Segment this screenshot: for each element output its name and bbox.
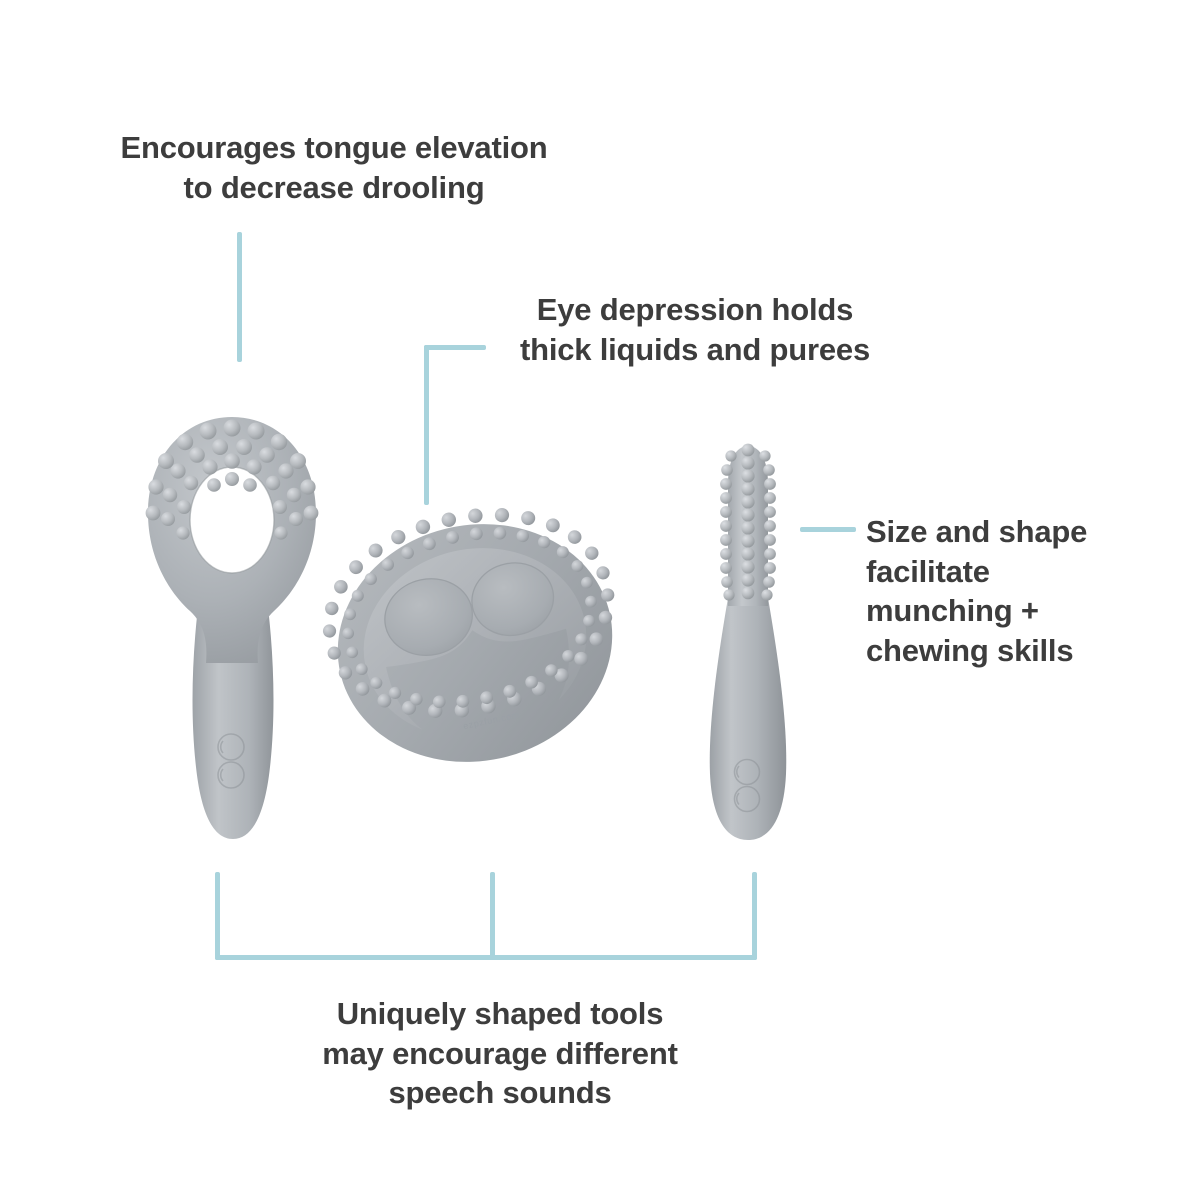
callout-label-size-and-shape: Size and shape facilitate munching + che… (866, 514, 1088, 669)
callout-label-speech-sounds: Uniquely shaped tools may encourage diff… (322, 996, 678, 1111)
ring-teether-nubs (145, 419, 319, 540)
oval-teether-eye-depression-left (384, 578, 474, 657)
leader-line-size-and-shape (800, 527, 856, 532)
stick-teether-brand-mark (733, 758, 761, 813)
bracket-stem-stick-teether (752, 872, 757, 960)
product-oval-teether: ezpzfun.com (322, 498, 625, 788)
leader-line-eye-depression-vertical (424, 345, 429, 505)
leader-line-eye-depression-horizontal (424, 345, 486, 350)
callout-label-tongue-elevation: Encourages tongue elevation to decrease … (120, 130, 548, 205)
bracket-stem-oval-teether (490, 872, 495, 960)
product-ring-teether (130, 395, 340, 865)
oval-teether-body: ezpzfun.com (322, 507, 615, 762)
product-stick-teether (690, 430, 810, 850)
stick-teether-handle (709, 598, 787, 840)
oval-teether-eye-depression-right (471, 562, 555, 637)
ring-teether-brand-mark (217, 733, 245, 789)
stick-teether-nubs (720, 443, 776, 601)
oval-teether-rim-nubs (322, 507, 615, 718)
callout-label-eye-depression: Eye depression holds thick liquids and p… (519, 292, 871, 367)
bracket-stem-ring-teether (215, 872, 220, 960)
leader-line-tongue-elevation (237, 232, 242, 362)
bracket-rail-speech-sounds (215, 955, 757, 960)
